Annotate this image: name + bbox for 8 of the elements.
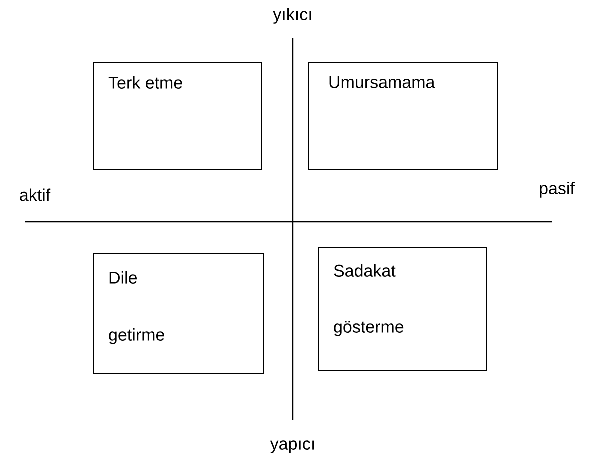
axis-label: pasif [540,182,575,198]
quadrant-box: Umursamama [308,62,498,170]
axis-label: aktif [20,188,51,202]
axis-label: yapıcı [270,440,314,454]
quadrant-box: Dile getirme [93,253,264,374]
axis-label: yıkıcı [273,8,312,24]
quadrant-box: Terk etme [93,62,262,170]
quadrant-box: Sadakat gösterme [318,247,487,371]
